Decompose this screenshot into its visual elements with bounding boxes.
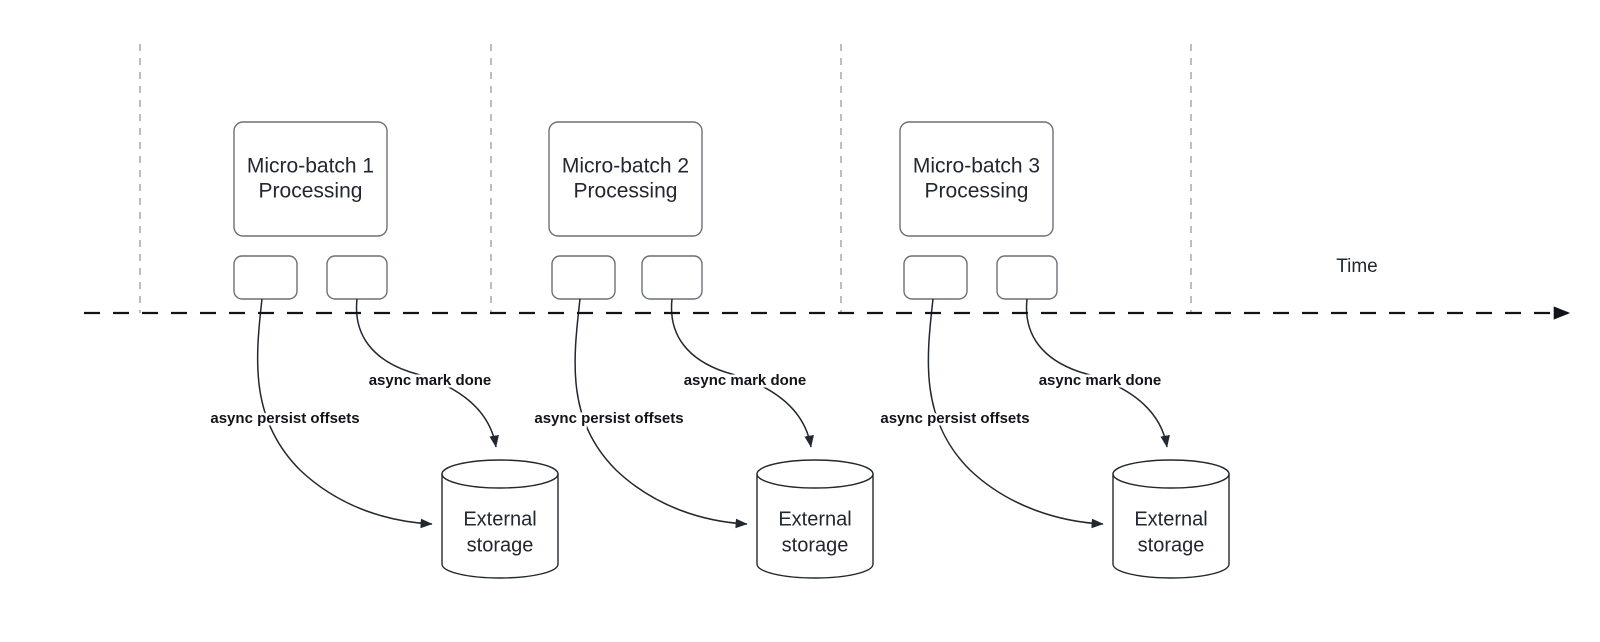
group-2-persist-offsets-task-box[interactable] (551, 255, 616, 300)
group-1-async-mark-done-edge (355, 298, 499, 448)
cylinder-body (1112, 473, 1230, 579)
group-1-external-storage-cylinder[interactable]: External storage (441, 459, 559, 579)
group-2: Micro-batch 2 Processing async persist o… (532, 121, 874, 579)
group-1-mark-done-task-box[interactable] (326, 255, 388, 300)
group-3: Micro-batch 3 Processing async persist o… (878, 121, 1230, 579)
micro-batch-1-box[interactable]: Micro-batch 1 Processing (233, 121, 388, 237)
cylinder-top (441, 459, 559, 489)
micro-batch-2-label-line2: Processing (574, 180, 678, 203)
micro-batch-1-label-line1: Micro-batch 1 (247, 155, 374, 178)
time-axis-label: Time (1336, 256, 1378, 277)
micro-batch-2-label-line1: Micro-batch 2 (562, 155, 689, 178)
cylinder-top (1112, 459, 1230, 489)
cylinder-body (441, 473, 559, 579)
group-1: Micro-batch 1 Processing async persist o… (208, 121, 559, 579)
group-3-storage-label-line2: storage (1138, 534, 1205, 556)
group-3-async-mark-done-label: async mark done (1039, 372, 1162, 389)
group-2-storage-label-line1: External (778, 508, 851, 530)
group-3-storage-label-line1: External (1134, 508, 1207, 530)
micro-batch-box-shape[interactable] (899, 121, 1054, 237)
group-3-async-persist-offsets-edge (927, 298, 1104, 529)
group-2-async-persist-offsets-edge (574, 298, 748, 529)
micro-batch-box-shape[interactable] (548, 121, 703, 237)
time-axis-group: Time (84, 256, 1571, 320)
group-2-async-mark-done-edge (670, 298, 814, 448)
group-2-storage-label-line2: storage (782, 534, 849, 556)
group-2-mark-done-task-box[interactable] (641, 255, 703, 300)
micro-batch-3-label-line2: Processing (925, 180, 1029, 203)
cylinder-top (756, 459, 874, 489)
group-3-persist-offsets-task-box[interactable] (903, 255, 968, 300)
group-1-storage-label-line2: storage (467, 534, 534, 556)
micro-batch-1-label-line2: Processing (259, 180, 363, 203)
group-2-external-storage-cylinder[interactable]: External storage (756, 459, 874, 579)
group-2-async-mark-done-label: async mark done (684, 372, 807, 389)
group-1-async-persist-offsets-edge (256, 298, 433, 529)
group-3-async-persist-offsets-label: async persist offsets (880, 410, 1029, 427)
tick-lines-group (139, 44, 1192, 313)
micro-batch-box-shape[interactable] (233, 121, 388, 237)
group-3-async-mark-done-edge (1025, 298, 1170, 448)
group-2-async-persist-offsets-label: async persist offsets (534, 410, 683, 427)
group-1-async-mark-done-label: async mark done (369, 372, 492, 389)
cylinder-body (756, 473, 874, 579)
group-1-storage-label-line1: External (463, 508, 536, 530)
group-1-async-persist-offsets-label: async persist offsets (210, 410, 359, 427)
group-1-persist-offsets-task-box[interactable] (233, 255, 298, 300)
micro-batch-3-box[interactable]: Micro-batch 3 Processing (899, 121, 1054, 237)
group-3-mark-done-task-box[interactable] (996, 255, 1058, 300)
group-3-external-storage-cylinder[interactable]: External storage (1112, 459, 1230, 579)
micro-batch-3-label-line1: Micro-batch 3 (913, 155, 1040, 178)
micro-batch-2-box[interactable]: Micro-batch 2 Processing (548, 121, 703, 237)
